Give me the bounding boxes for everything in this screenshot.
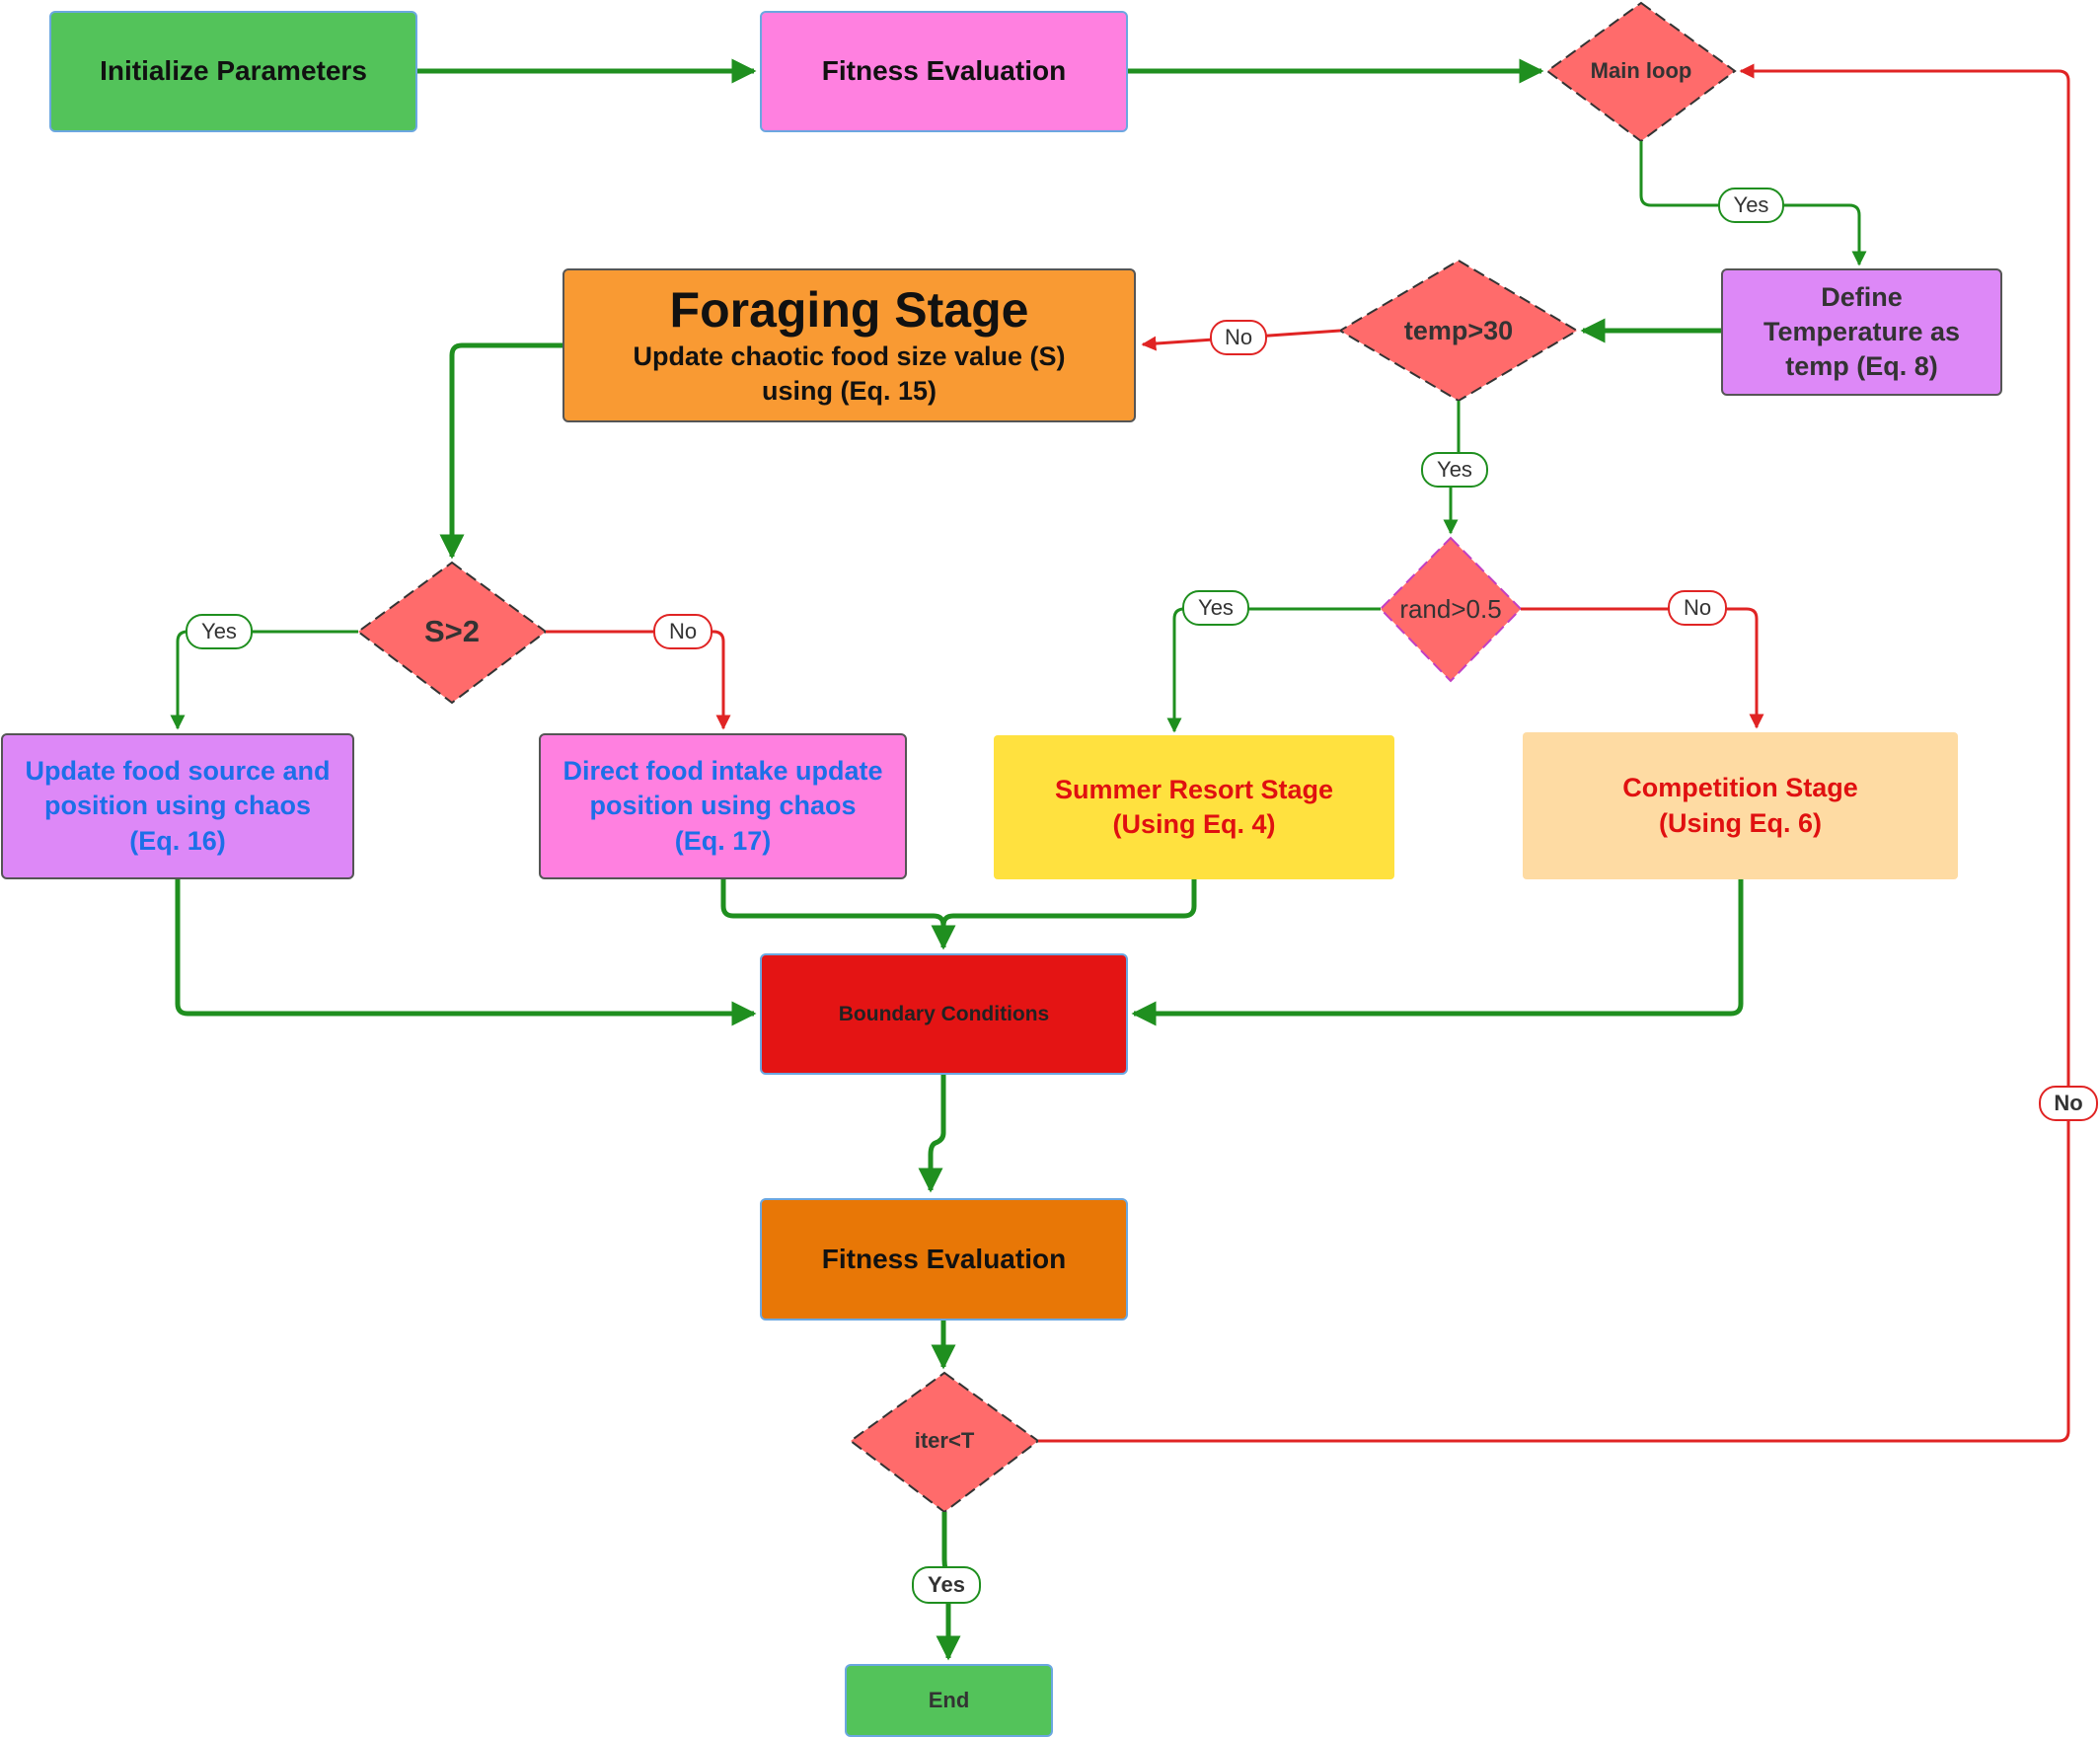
fitness-evaluation-top-label: Fitness Evaluation: [821, 55, 1067, 87]
temp-condition-no-label: No: [1210, 320, 1267, 355]
initialize-parameters-box: Initialize Parameters: [49, 11, 417, 132]
competition-line-1: Competition Stage: [1622, 773, 1858, 803]
define-temperature-line-3: temp (Eq. 8): [1785, 351, 1938, 382]
arrow-summer-to-boundary: [940, 878, 1197, 927]
s-condition-no-label: No: [653, 614, 712, 649]
main-loop-yes-label: Yes: [1718, 188, 1784, 223]
main-loop-label: Main loop: [1590, 58, 1692, 83]
define-temperature-line-2: Temperature as: [1762, 316, 1961, 346]
initialize-parameters-label: Initialize Parameters: [100, 55, 367, 87]
s-condition-yes-label: Yes: [186, 614, 253, 649]
foraging-stage-box: Foraging Stage Update chaotic food size …: [562, 268, 1136, 422]
temp-condition-label: temp>30: [1403, 315, 1514, 345]
rand-condition-no-label: No: [1668, 590, 1727, 626]
s-condition-label: S>2: [423, 614, 481, 648]
summer-resort-line-1: Summer Resort Stage: [1054, 774, 1334, 804]
update-food-line-2: position using chaos: [43, 791, 311, 821]
direct-food-line-2: position using chaos: [589, 791, 857, 821]
end-label: End: [928, 1687, 970, 1712]
direct-food-line-3: (Eq. 17): [674, 825, 772, 856]
arrow-update-food-to-boundary: [175, 878, 757, 1026]
summer-resort-stage-box: Summer Resort Stage (Using Eq. 4): [994, 735, 1394, 879]
direct-food-intake-box: Direct food intake update position using…: [539, 733, 907, 879]
arrow-s-condition-no: [546, 630, 731, 730]
update-food-line-1: Update food source and: [25, 756, 331, 787]
rand-condition-yes-label: Yes: [1182, 590, 1249, 626]
update-food-source-box: Update food source and position using ch…: [1, 733, 354, 879]
define-temperature-line-1: Define: [1821, 281, 1903, 312]
arrow-direct-food-to-boundary: [720, 878, 956, 950]
competition-line-2: (Using Eq. 6): [1658, 807, 1822, 838]
temp-condition-yes-label: Yes: [1421, 452, 1488, 488]
iter-condition-label: iter<T: [914, 1428, 975, 1453]
boundary-conditions-label: Boundary Conditions: [838, 1002, 1050, 1025]
rand-condition-diamond: [1379, 536, 1523, 683]
arrow-rand-condition-no: [1521, 607, 1764, 729]
foraging-stage-line-1: Update chaotic food size value (S): [633, 340, 1066, 371]
rand-condition-label: rand>0.5: [1399, 593, 1502, 624]
direct-food-line-1: Direct food intake update: [562, 756, 883, 787]
arrow-foraging-to-s-condition: [439, 342, 562, 560]
update-food-line-3: (Eq. 16): [129, 825, 226, 856]
foraging-stage-title: Foraging Stage: [669, 282, 1029, 339]
fitness-evaluation-top-box: Fitness Evaluation: [760, 11, 1128, 132]
end-box: End: [845, 1664, 1053, 1737]
s-condition-diamond: [356, 561, 548, 705]
define-temperature-box: Define Temperature as temp (Eq. 8): [1721, 268, 2002, 396]
iter-condition-no-label: No: [2039, 1086, 2098, 1121]
arrow-iter-condition-no: [1038, 63, 2070, 1443]
fitness-evaluation-bottom-label: Fitness Evaluation: [821, 1243, 1067, 1274]
iter-condition-yes-label: Yes: [912, 1566, 981, 1604]
foraging-stage-line-2: using (Eq. 15): [761, 375, 938, 406]
competition-stage-box: Competition Stage (Using Eq. 6): [1523, 732, 1958, 879]
boundary-conditions-box: Boundary Conditions: [760, 953, 1128, 1075]
arrow-rand-condition-yes: [1166, 607, 1381, 733]
summer-resort-line-2: (Using Eq. 4): [1112, 809, 1276, 839]
arrow-competition-to-boundary: [1131, 878, 1744, 1026]
arrow-boundary-to-fitness: [918, 1074, 946, 1193]
fitness-evaluation-bottom-box: Fitness Evaluation: [760, 1198, 1128, 1321]
